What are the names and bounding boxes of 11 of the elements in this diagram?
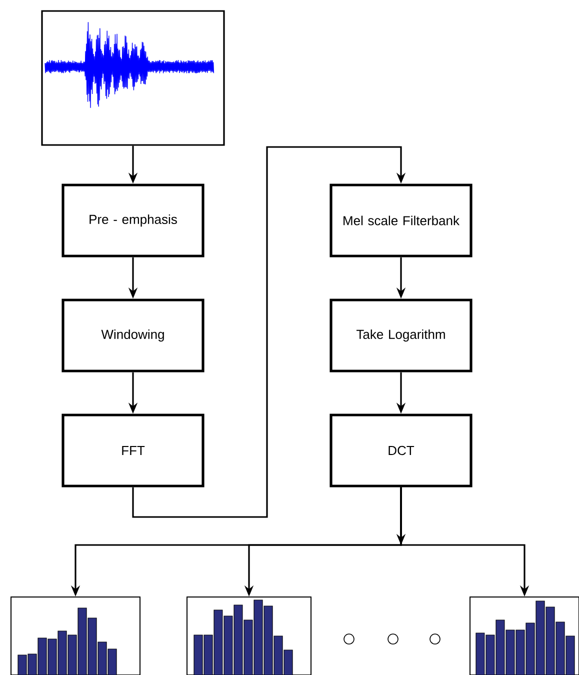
process-box: DCT <box>330 414 472 488</box>
process-box: FFT <box>62 414 204 488</box>
process-box: Pre - emphasis <box>62 184 204 258</box>
waveform-drawing <box>41 10 225 146</box>
process-box: Mel scale Filterbank <box>330 184 472 258</box>
process-box: Windowing <box>62 298 204 372</box>
arrow <box>132 146 406 518</box>
process-box: Take Logarithm <box>330 298 472 372</box>
bar-chart-drawing <box>186 596 312 675</box>
bar-chart-drawing <box>470 596 579 675</box>
bar-chart-drawing <box>10 596 140 675</box>
